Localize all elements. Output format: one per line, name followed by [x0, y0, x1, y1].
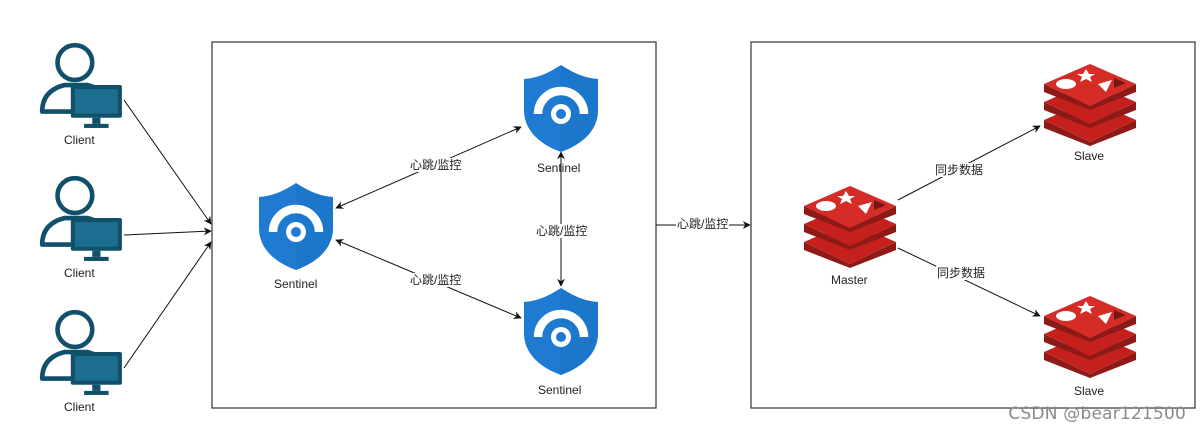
- sync-edge-label: 同步数据: [934, 163, 985, 177]
- client-arrow: [123, 99, 212, 225]
- client-icon: [42, 312, 122, 395]
- client-icon: [42, 178, 122, 261]
- slave-label: Slave: [1074, 384, 1105, 398]
- heartbeat-edge-label: 心跳/监控: [409, 273, 463, 287]
- client-arrow: [123, 241, 212, 369]
- master-label: Master: [831, 273, 868, 287]
- client-label: Client: [64, 400, 95, 414]
- slave-label: Slave: [1074, 149, 1105, 163]
- heartbeat-edge-label: 心跳/监控: [535, 224, 589, 238]
- client-arrow: [123, 227, 212, 236]
- sync-arrow: [897, 247, 1041, 317]
- sentinel-label: Sentinel: [538, 383, 582, 397]
- sync-edge-label: 同步数据: [936, 266, 987, 280]
- heartbeat-edge-label: 心跳/监控: [409, 158, 463, 172]
- monitor-edge-label: 心跳/监控: [676, 217, 730, 231]
- client-icon: [42, 45, 122, 128]
- client-label: Client: [64, 133, 95, 147]
- watermark: CSDN @bear121500: [1008, 404, 1186, 424]
- client-label: Client: [64, 266, 95, 280]
- sentinel-label: Sentinel: [537, 161, 581, 175]
- sentinel-label: Sentinel: [274, 277, 318, 291]
